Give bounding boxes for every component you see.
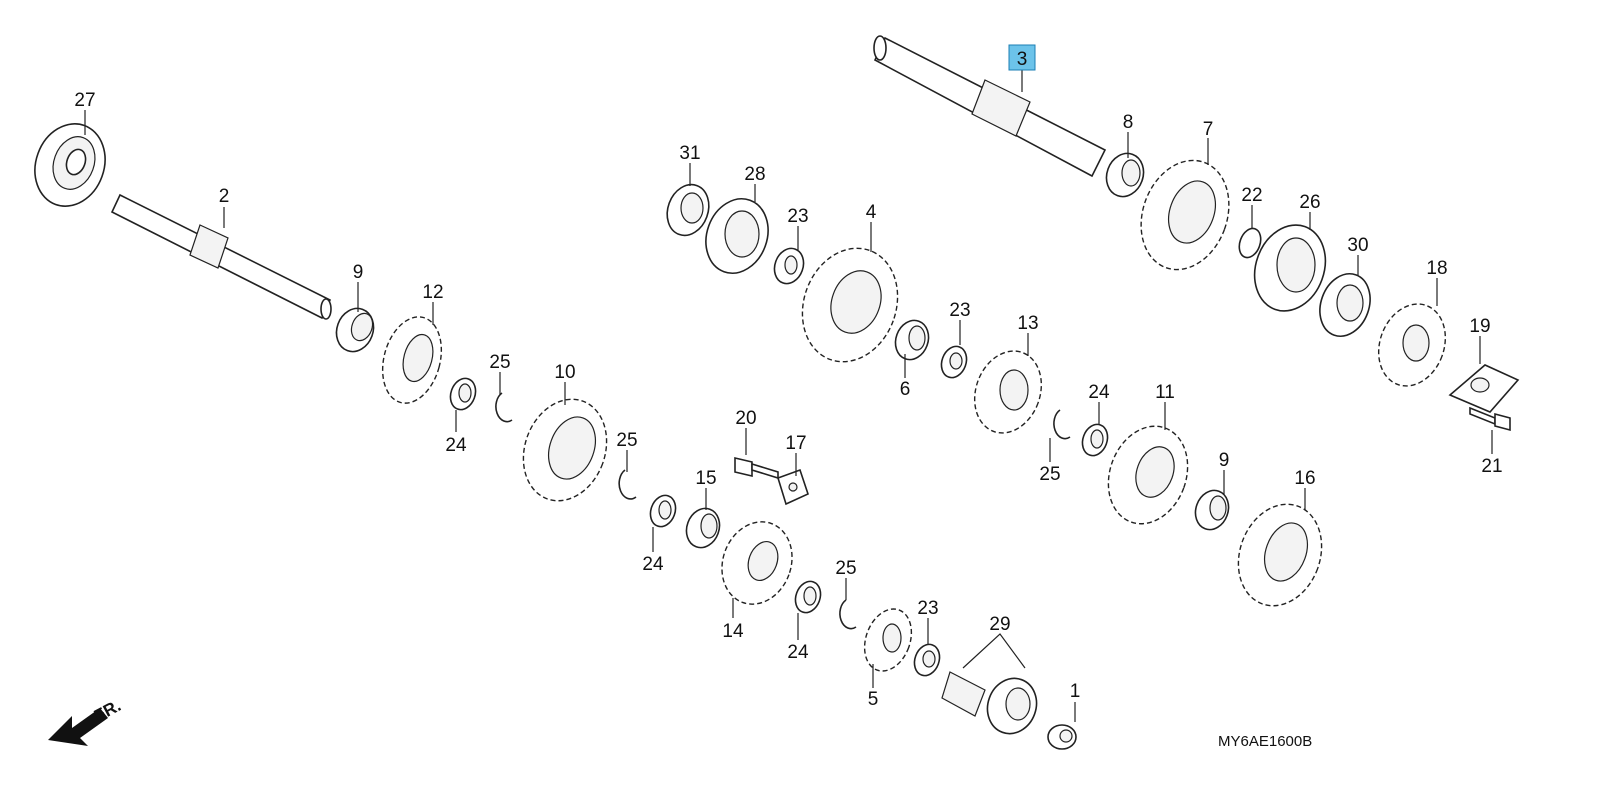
callout-24-d[interactable]: 24: [1088, 382, 1110, 403]
callout-26[interactable]: 26: [1299, 192, 1320, 213]
bushing-8[interactable]: [1101, 148, 1150, 202]
washer-23-b[interactable]: [937, 343, 970, 381]
callout-labels: 1 2 3 4 5 6 7 8 9 9 10 11 12 13 14 15 16…: [74, 49, 1502, 710]
callout-9-right[interactable]: 9: [1219, 450, 1230, 471]
callout-1[interactable]: 1: [1070, 681, 1081, 702]
callout-19[interactable]: 19: [1469, 316, 1490, 337]
callout-7[interactable]: 7: [1203, 119, 1214, 140]
nut-1[interactable]: [1047, 724, 1077, 750]
callout-24-b[interactable]: 24: [642, 554, 664, 575]
front-arrow-icon: [48, 708, 108, 746]
plate-19[interactable]: [1448, 364, 1520, 413]
callout-25-a[interactable]: 25: [489, 352, 510, 373]
needle-bearing-29[interactable]: [941, 671, 1044, 740]
gear-16[interactable]: [1225, 492, 1336, 617]
mainshaft-2[interactable]: [110, 193, 332, 320]
leader-lines: [84, 68, 1493, 722]
washer-24-c[interactable]: [791, 578, 824, 616]
callout-30[interactable]: 30: [1347, 235, 1368, 256]
gear-11[interactable]: [1095, 415, 1201, 535]
circlip-25-c[interactable]: [839, 599, 857, 630]
washer-23-a[interactable]: [770, 244, 809, 287]
circlip-25-a[interactable]: [495, 392, 513, 423]
circlip-25-b[interactable]: [618, 469, 637, 500]
bearing-27[interactable]: [24, 114, 117, 216]
callout-27[interactable]: 27: [74, 90, 95, 111]
callout-23-c[interactable]: 23: [917, 598, 938, 619]
front-direction-indicator: FR.: [48, 696, 124, 746]
callout-18[interactable]: 18: [1426, 258, 1447, 279]
callout-2[interactable]: 2: [219, 186, 230, 207]
washer-23-c[interactable]: [910, 641, 943, 679]
callout-22[interactable]: 22: [1241, 185, 1262, 206]
gear-10[interactable]: [510, 387, 621, 512]
callout-15[interactable]: 15: [695, 468, 716, 489]
gear-4[interactable]: [787, 235, 913, 375]
callout-3-highlight: [1008, 44, 1036, 71]
callout-17[interactable]: 17: [785, 433, 806, 454]
callout-11[interactable]: 11: [1155, 382, 1175, 403]
callout-24-c[interactable]: 24: [787, 642, 809, 663]
washer-24-a[interactable]: [446, 375, 479, 413]
callout-23-a[interactable]: 23: [787, 206, 808, 227]
callout-3[interactable]: 3: [1017, 49, 1028, 70]
collar-22[interactable]: [1235, 225, 1264, 260]
callout-8[interactable]: 8: [1123, 112, 1134, 133]
bearing-28[interactable]: [696, 190, 778, 282]
callout-10[interactable]: 10: [554, 362, 575, 383]
callout-16[interactable]: 16: [1294, 468, 1315, 489]
callout-23-b[interactable]: 23: [949, 300, 970, 321]
gear-7[interactable]: [1126, 148, 1243, 282]
callout-24-a[interactable]: 24: [445, 435, 467, 456]
bushing-9-right[interactable]: [1190, 486, 1234, 535]
callout-6[interactable]: 6: [900, 379, 911, 400]
callout-25-d[interactable]: 25: [1039, 464, 1060, 485]
callout-28[interactable]: 28: [744, 164, 765, 185]
washer-24-d[interactable]: [1078, 421, 1111, 459]
countershaft-3[interactable]: [873, 35, 1107, 178]
bushing-15[interactable]: [681, 504, 725, 553]
seal-30[interactable]: [1312, 267, 1379, 344]
callout-29[interactable]: 29: [989, 614, 1010, 635]
callout-9-left[interactable]: 9: [353, 262, 364, 283]
gear-14[interactable]: [711, 512, 804, 614]
callout-12[interactable]: 12: [422, 282, 443, 303]
plate-17[interactable]: [777, 468, 809, 506]
sprocket-18[interactable]: [1368, 295, 1457, 396]
callout-13[interactable]: 13: [1017, 313, 1038, 334]
callout-25-c[interactable]: 25: [835, 558, 856, 579]
gear-5[interactable]: [856, 602, 919, 677]
bearing-26[interactable]: [1243, 215, 1337, 321]
callout-20[interactable]: 20: [735, 408, 756, 429]
callout-4[interactable]: 4: [866, 202, 877, 223]
bushing-6[interactable]: [890, 316, 934, 365]
callout-5[interactable]: 5: [868, 689, 879, 710]
gear-12[interactable]: [374, 310, 451, 409]
circlip-25-d[interactable]: [1053, 409, 1071, 440]
callout-21[interactable]: 21: [1481, 456, 1502, 477]
washer-24-b[interactable]: [646, 492, 679, 530]
bolt-20[interactable]: [734, 456, 779, 480]
bolt-21[interactable]: [1469, 406, 1511, 432]
callout-14[interactable]: 14: [722, 621, 744, 642]
bushing-9-left[interactable]: [331, 303, 380, 357]
callout-31[interactable]: 31: [679, 143, 700, 164]
diagram-code: MY6AE1600B: [1218, 733, 1312, 750]
callout-25-b[interactable]: 25: [616, 430, 637, 451]
seal-31[interactable]: [660, 179, 715, 242]
gear-13[interactable]: [964, 342, 1053, 443]
